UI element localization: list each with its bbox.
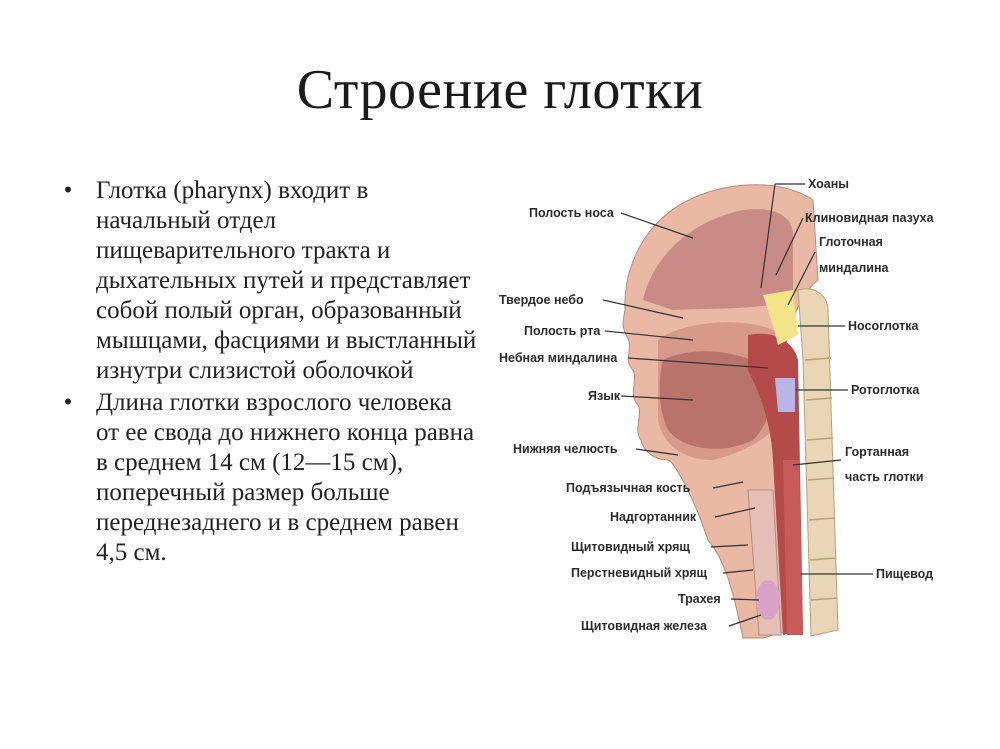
bullet-list: • Глотка (pharynx) входит в начальный от… bbox=[58, 176, 478, 570]
label-trachea: Трахея bbox=[678, 592, 721, 606]
bullet-item: • Длина глотки взрослого человека от ее … bbox=[58, 388, 478, 568]
thyroid-gland bbox=[756, 580, 780, 620]
label-oropharynx: Ротоглотка bbox=[851, 383, 920, 397]
bullet-text: Глотка (pharynx) входит в начальный отде… bbox=[96, 177, 476, 384]
label-tongue: Язык bbox=[588, 389, 621, 403]
label-nasopharynx: Носоглотка bbox=[848, 319, 919, 333]
label-thyroid-cartilage: Щитовидный хрящ bbox=[571, 540, 690, 554]
label-nasal-cavity: Полость носа bbox=[529, 206, 615, 220]
label-hard-palate: Твердое небо bbox=[499, 293, 584, 307]
pharynx-diagram-svg: Полость носа Твердое небо Полость рта Не… bbox=[493, 160, 973, 650]
label-mandible: Нижняя челюсть bbox=[513, 442, 618, 456]
label-laryngopharynx-1: Гортанная bbox=[845, 445, 909, 459]
pharynx-diagram: Полость носа Твердое небо Полость рта Не… bbox=[493, 160, 973, 650]
label-sphenoid-sinus: Клиновидная пазуха bbox=[805, 211, 935, 225]
label-esophagus: Пищевод bbox=[876, 567, 933, 581]
bullet-marker: • bbox=[58, 176, 78, 206]
label-cricoid-cartilage: Перстневидный хрящ bbox=[571, 566, 708, 580]
label-pharyngeal-tonsil-2: миндалина bbox=[819, 261, 890, 275]
label-hyoid-bone: Подъязычная кость bbox=[566, 481, 691, 495]
label-palatine-tonsil: Небная миндалина bbox=[499, 351, 618, 365]
bullet-marker: • bbox=[58, 388, 78, 418]
label-pharyngeal-tonsil-1: Глоточная bbox=[819, 235, 883, 249]
label-thyroid-gland: Щитовидная железа bbox=[581, 619, 708, 633]
label-epiglottis: Надгортанник bbox=[610, 510, 697, 524]
label-laryngopharynx-2: часть глотки bbox=[845, 470, 924, 484]
label-choanae: Хоаны bbox=[808, 177, 849, 191]
bullet-text: Длина глотки взрослого человека от ее св… bbox=[96, 389, 474, 566]
slide-title: Строение глотки bbox=[0, 58, 1000, 122]
bullet-item: • Глотка (pharynx) входит в начальный от… bbox=[58, 176, 478, 386]
oropharynx bbox=[775, 378, 795, 412]
label-oral-cavity: Полость рта bbox=[524, 324, 601, 338]
